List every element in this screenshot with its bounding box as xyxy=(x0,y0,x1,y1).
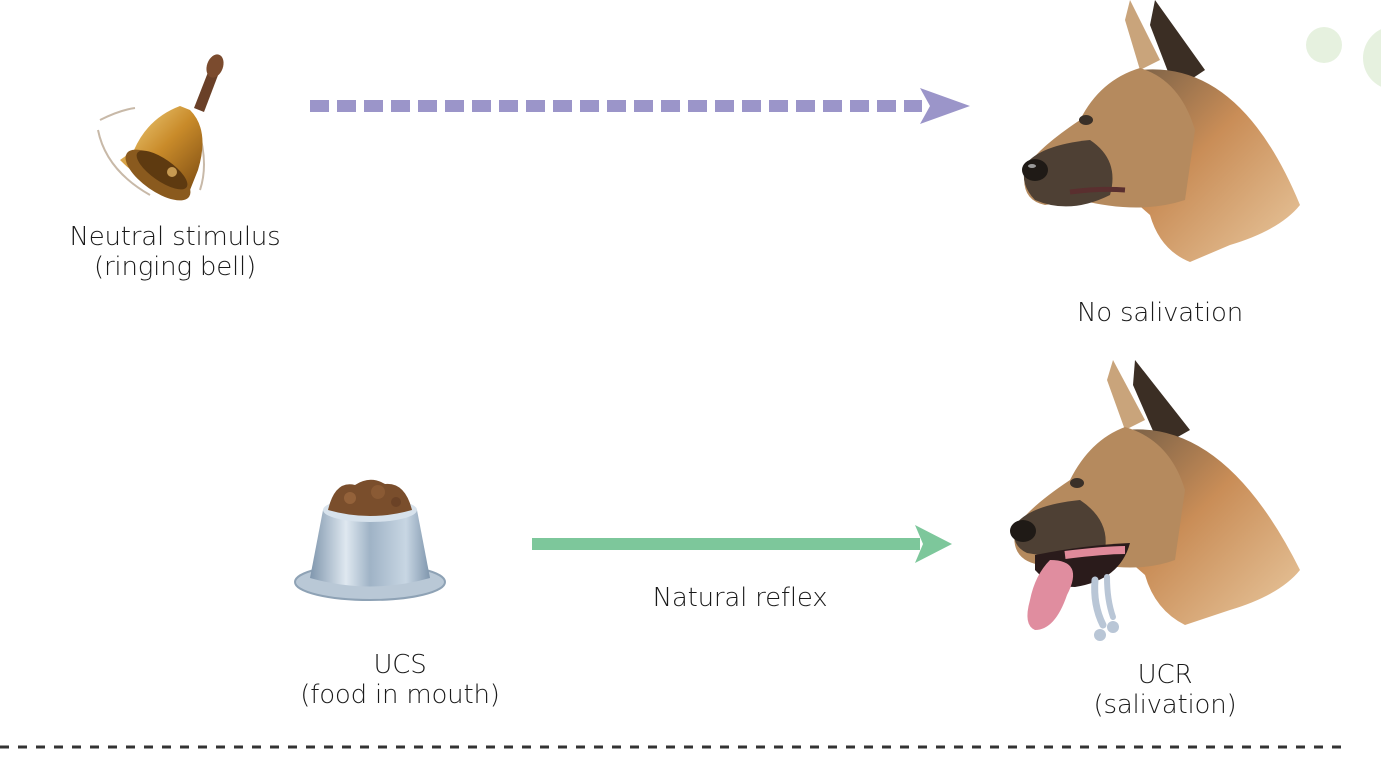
decor-circle-large xyxy=(1363,29,1381,87)
dashed-arrow-head xyxy=(920,88,970,124)
ucr-title: UCR xyxy=(1137,660,1193,690)
section-divider xyxy=(0,745,1345,749)
decor-circle-small xyxy=(1306,27,1342,63)
salivating-dog-head-icon xyxy=(1010,360,1300,641)
no-salivation-title: No salivation xyxy=(1076,298,1244,328)
neutral-stimulus-label: Neutral stimulus (ringing bell) xyxy=(60,222,290,282)
ucs-subtitle: (food in mouth) xyxy=(300,680,500,710)
no-salivation-label: No salivation xyxy=(1030,298,1290,328)
ucr-label: UCR (salivation) xyxy=(1045,660,1285,720)
natural-reflex-text: Natural reflex xyxy=(652,583,828,613)
solid-arrow xyxy=(532,525,952,563)
neutral-stimulus-title: Neutral stimulus xyxy=(69,222,281,252)
neutral-stimulus-subtitle: (ringing bell) xyxy=(94,252,256,282)
ucs-label: UCS (food in mouth) xyxy=(270,650,530,710)
food-bowl-icon xyxy=(294,479,446,601)
dashed-arrow xyxy=(310,88,970,124)
dog-head-icon xyxy=(1022,0,1300,263)
decorative-circles xyxy=(1306,27,1381,87)
bell-icon xyxy=(97,54,224,201)
solid-arrow-head xyxy=(915,525,952,563)
ucr-subtitle: (salivation) xyxy=(1093,690,1237,720)
natural-reflex-label: Natural reflex xyxy=(610,583,870,613)
ucs-title: UCS xyxy=(373,650,427,680)
